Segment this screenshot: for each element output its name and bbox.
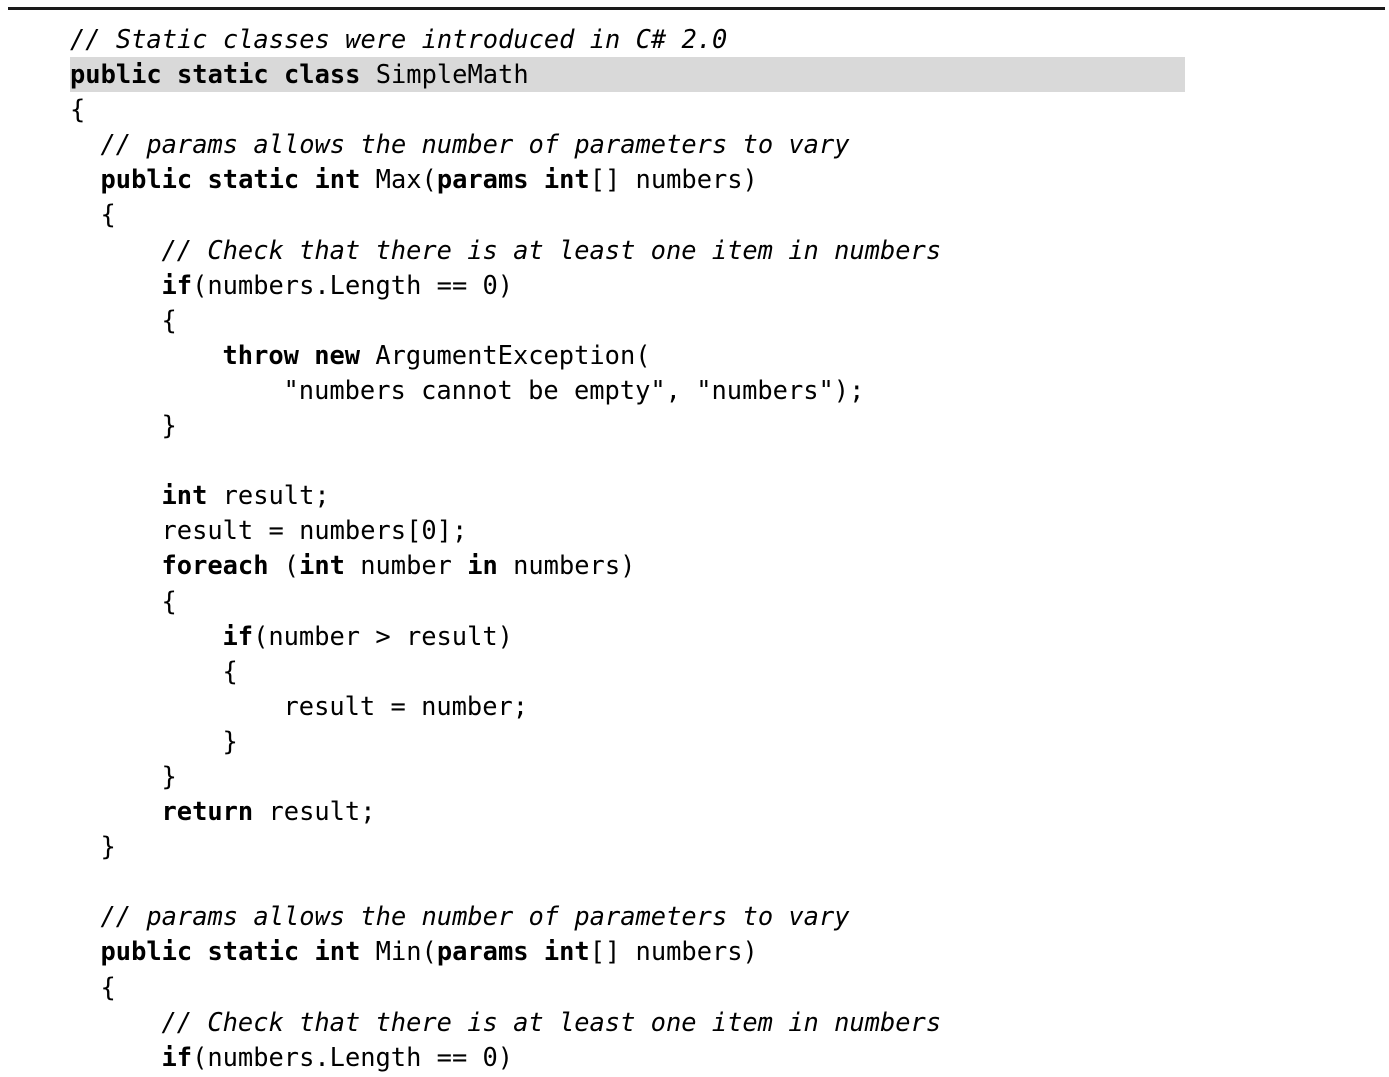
code-keyword: if xyxy=(222,620,254,651)
code-keyword: public static int xyxy=(100,164,361,195)
code-line: } xyxy=(0,724,1389,759)
code-text: [] numbers) xyxy=(589,936,758,967)
top-horizontal-rule xyxy=(8,7,1385,10)
code-text: { xyxy=(70,94,86,125)
code-text: Max( xyxy=(360,164,437,195)
code-text: } xyxy=(161,410,177,441)
code-keyword: int xyxy=(299,550,345,581)
code-keyword: public static int xyxy=(100,936,361,967)
code-text: ArgumentException( xyxy=(360,339,651,370)
code-line: if(numbers.Length == 0) xyxy=(0,268,1389,303)
code-text xyxy=(70,866,85,896)
code-line: public static class SimpleMath xyxy=(70,57,1185,93)
code-text: result; xyxy=(207,480,330,511)
code-text: { xyxy=(222,655,238,686)
code-keyword: in xyxy=(467,550,498,581)
code-comment: // Static classes were introduced in C# … xyxy=(70,24,728,54)
code-keyword: if xyxy=(161,269,193,300)
code-line: // params allows the number of parameter… xyxy=(0,899,1389,934)
code-line: } xyxy=(0,408,1389,443)
code-line: int result; xyxy=(0,478,1389,513)
code-keyword: params int xyxy=(436,936,590,967)
code-line: { xyxy=(0,303,1389,338)
code-text: Min( xyxy=(360,936,437,967)
code-line: "numbers cannot be empty", "numbers"); xyxy=(0,373,1389,408)
code-line: foreach (int number in numbers) xyxy=(0,548,1389,583)
code-text: { xyxy=(161,585,177,616)
code-line: result = number; xyxy=(0,689,1389,724)
code-block: // Static classes were introduced in C# … xyxy=(0,22,1389,1075)
code-text: numbers) xyxy=(497,550,636,581)
code-keyword: int xyxy=(161,480,208,511)
code-keyword: foreach xyxy=(161,550,269,581)
code-text: [] numbers) xyxy=(589,164,758,195)
code-comment: // params allows the number of parameter… xyxy=(100,129,850,160)
code-text xyxy=(70,445,85,475)
code-text: "numbers cannot be empty", "numbers"); xyxy=(283,374,865,405)
code-text: (number > result) xyxy=(253,620,513,651)
code-text: { xyxy=(100,199,116,230)
code-text: { xyxy=(100,971,116,1002)
code-line-blank xyxy=(0,864,1389,899)
code-line: } xyxy=(0,829,1389,864)
code-line: throw new ArgumentException( xyxy=(0,338,1389,373)
code-keyword: return xyxy=(161,796,254,827)
code-comment: // Check that there is at least one item… xyxy=(161,234,942,265)
code-keyword: if xyxy=(161,1041,193,1072)
code-text: result = numbers[0]; xyxy=(161,515,468,546)
code-text: { xyxy=(161,304,177,335)
code-line: { xyxy=(0,584,1389,619)
code-text: result = number; xyxy=(283,690,529,721)
code-line: { xyxy=(0,92,1389,127)
code-line: // Static classes were introduced in C# … xyxy=(0,22,1389,57)
code-line: { xyxy=(0,654,1389,689)
code-line: return result; xyxy=(0,794,1389,829)
code-text: (numbers.Length == 0) xyxy=(192,1041,514,1072)
code-comment: // Check that there is at least one item… xyxy=(161,1006,942,1037)
code-text: } xyxy=(222,725,238,756)
code-keyword: throw new xyxy=(222,339,361,370)
code-line: // Check that there is at least one item… xyxy=(0,1005,1389,1040)
code-line: } xyxy=(0,759,1389,794)
code-text: } xyxy=(161,760,177,791)
code-line: // Check that there is at least one item… xyxy=(0,233,1389,268)
code-text: } xyxy=(100,831,116,862)
code-line: { xyxy=(0,970,1389,1005)
code-keyword: public static class xyxy=(70,59,361,90)
code-text: (numbers.Length == 0) xyxy=(192,269,514,300)
code-line: public static int Max(params int[] numbe… xyxy=(0,162,1389,197)
code-line: // params allows the number of parameter… xyxy=(0,127,1389,162)
code-comment: // params allows the number of parameter… xyxy=(100,901,850,932)
code-text: SimpleMath xyxy=(360,59,529,90)
code-line: public static int Min(params int[] numbe… xyxy=(0,934,1389,969)
code-text: result; xyxy=(253,796,376,827)
code-line: result = numbers[0]; xyxy=(0,513,1389,548)
code-keyword: params int xyxy=(436,164,590,195)
code-text: number xyxy=(344,550,468,581)
code-text: ( xyxy=(268,550,300,581)
code-line: { xyxy=(0,197,1389,232)
code-line: if(number > result) xyxy=(0,619,1389,654)
code-line-blank xyxy=(0,443,1389,478)
code-line: if(numbers.Length == 0) xyxy=(0,1040,1389,1075)
